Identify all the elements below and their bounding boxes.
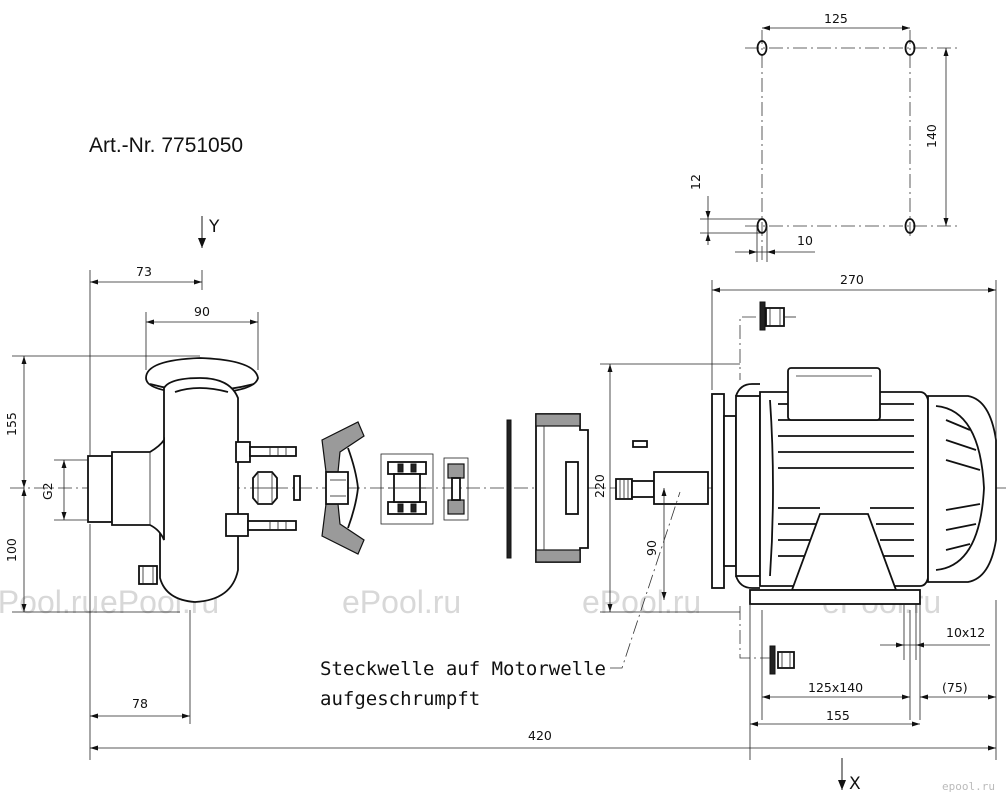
dim-155-left: 155: [4, 412, 19, 436]
washer: [293, 475, 301, 501]
impeller-nut: [252, 471, 278, 505]
watermark-3: ePool.ru: [342, 584, 461, 620]
dim-155-bottom: 155: [826, 708, 850, 723]
foot-hole-tl: [756, 40, 768, 56]
dim-125x140: 125x140: [808, 680, 863, 695]
annotation-line2: aufgeschrumpft: [320, 688, 480, 710]
stud-lower: [225, 513, 297, 537]
dim-90-top: 90: [194, 304, 210, 319]
x-axis-marker: X: [838, 758, 861, 794]
foot-bolt-bottom: [769, 645, 795, 675]
dim-90-vert: 90: [644, 540, 659, 556]
dimension-lines: 73 90 270 155 100 G2: [4, 264, 997, 760]
mechanical-seal: [380, 453, 434, 525]
o-ring: [506, 419, 512, 559]
dim-220: 220: [592, 474, 607, 498]
dim-125-top: 125: [824, 11, 848, 26]
annotation-line1: Steckwelle auf Motorwelle: [320, 658, 606, 680]
dim-78: 78: [132, 696, 148, 711]
watermark-corner: epool.ru: [942, 780, 995, 793]
dim-10: 10: [797, 233, 813, 248]
shaft-key: [632, 440, 648, 448]
dim-140: 140: [924, 124, 939, 148]
watermark-1: ePool.ru: [0, 584, 99, 620]
foot-hole-bl: [756, 218, 768, 234]
y-axis-label: Y: [208, 217, 220, 237]
motor: [711, 367, 997, 605]
dim-100: 100: [4, 538, 19, 562]
dim-10x12: 10x12: [946, 625, 985, 640]
pump-housing: [87, 357, 297, 603]
article-number: Art.-Nr. 7751050: [89, 134, 243, 157]
dim-g2: G2: [40, 482, 55, 500]
foot-hole-plan: 125 140 12 10: [688, 11, 960, 262]
dim-73: 73: [136, 264, 152, 279]
dim-270: 270: [840, 272, 864, 287]
stud-upper: [235, 441, 297, 463]
foot-hole-br: [904, 218, 916, 234]
dim-420: 420: [528, 728, 552, 743]
counter-ring: [443, 457, 469, 521]
dim-12: 12: [688, 174, 703, 190]
foot-hole-tr: [904, 40, 916, 56]
shaft-sleeve: [615, 471, 709, 505]
impeller: [321, 421, 365, 555]
pump-cover: [535, 413, 589, 563]
watermark-4: ePool.ru: [582, 584, 701, 620]
dim-75: (75): [942, 680, 968, 695]
foot-bolt-top: [759, 301, 796, 331]
x-axis-label: X: [849, 774, 861, 794]
y-axis-marker: Y: [198, 216, 220, 248]
annotation-leader: [610, 491, 681, 669]
